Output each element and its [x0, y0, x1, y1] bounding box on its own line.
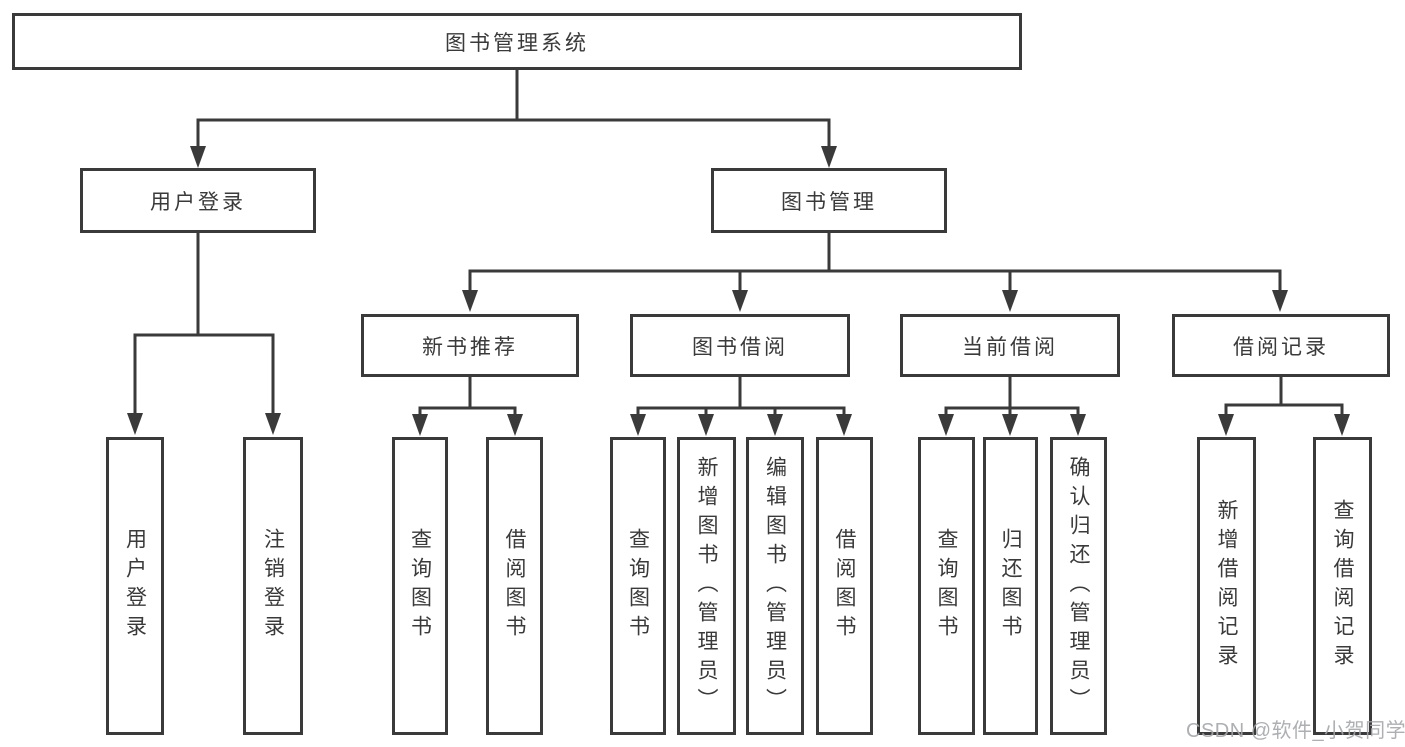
node-root-system-label: 图书管理系统 — [445, 31, 589, 55]
node-leaf-borrow-books: 借阅图书 — [816, 437, 873, 735]
node-leaf-add-borrow-record: 新增借阅记录 — [1197, 437, 1256, 735]
node-leaf-confirm-return-admin: 确认归还（管理员） — [1050, 437, 1107, 735]
node-leaf-return-books-label: 归还图书 — [999, 528, 1022, 644]
node-leaf-confirm-return-admin-label: 确认归还（管理员） — [1067, 455, 1090, 717]
node-borrowing-records-label: 借阅记录 — [1233, 335, 1329, 359]
node-leaf-query-borrow-record-label: 查询借阅记录 — [1331, 499, 1354, 673]
node-leaf-user-login-label: 用户登录 — [123, 528, 147, 644]
node-leaf-return-books: 归还图书 — [983, 437, 1038, 735]
node-leaf-borrowing-query-books: 查询图书 — [610, 437, 666, 735]
node-leaf-recommend-borrow-books: 借阅图书 — [486, 437, 543, 735]
node-leaf-logout: 注销登录 — [243, 437, 303, 735]
node-leaf-borrow-books-label: 借阅图书 — [833, 528, 856, 644]
node-leaf-borrowing-query-books-label: 查询图书 — [626, 528, 650, 644]
node-leaf-add-books-admin-label: 新增图书（管理员） — [695, 455, 718, 717]
node-leaf-edit-books-admin-label: 编辑图书（管理员） — [763, 455, 787, 717]
node-leaf-add-borrow-record-label: 新增借阅记录 — [1215, 499, 1238, 673]
watermark: CSDN @软件_小贺同学 — [1186, 720, 1405, 742]
node-book-management: 图书管理 — [711, 168, 947, 233]
node-book-borrowing-label: 图书借阅 — [692, 335, 788, 359]
node-root-system: 图书管理系统 — [12, 13, 1022, 70]
node-new-book-recommend-label: 新书推荐 — [422, 335, 518, 359]
node-user-login-label: 用户登录 — [150, 190, 246, 214]
node-leaf-user-login: 用户登录 — [106, 437, 164, 735]
arrowheads — [127, 146, 1350, 436]
node-leaf-recommend-query-books-label: 查询图书 — [408, 528, 432, 644]
node-new-book-recommend: 新书推荐 — [361, 314, 579, 377]
node-borrowing-records: 借阅记录 — [1172, 314, 1390, 377]
node-leaf-edit-books-admin: 编辑图书（管理员） — [746, 437, 804, 735]
node-leaf-query-borrow-record: 查询借阅记录 — [1313, 437, 1372, 735]
node-leaf-recommend-query-books: 查询图书 — [392, 437, 448, 735]
node-leaf-current-query-books-label: 查询图书 — [935, 528, 958, 644]
node-leaf-recommend-borrow-books-label: 借阅图书 — [503, 528, 526, 644]
node-leaf-current-query-books: 查询图书 — [918, 437, 975, 735]
node-book-borrowing: 图书借阅 — [630, 314, 850, 377]
node-current-borrowing: 当前借阅 — [900, 314, 1120, 377]
node-current-borrowing-label: 当前借阅 — [962, 335, 1058, 359]
node-user-login: 用户登录 — [80, 168, 316, 233]
node-book-management-label: 图书管理 — [781, 190, 877, 214]
node-leaf-add-books-admin: 新增图书（管理员） — [677, 437, 736, 735]
node-leaf-logout-label: 注销登录 — [261, 528, 285, 644]
